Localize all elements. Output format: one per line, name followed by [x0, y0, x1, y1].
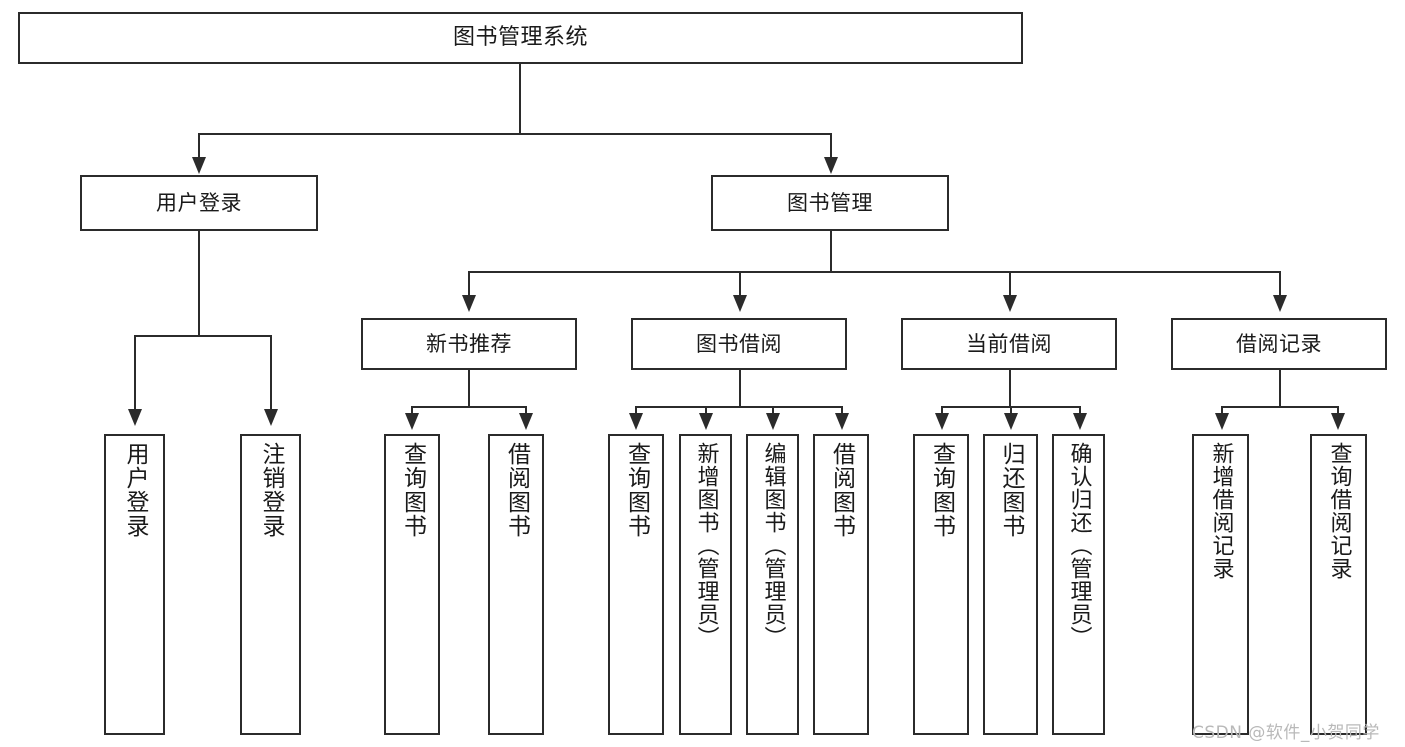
connector-user-login-to-leaf-1 [134, 335, 136, 410]
node-label: 归还图书 [998, 442, 1024, 538]
leaf-edit-book[interactable]: 编辑图书（管理员） [746, 434, 799, 735]
node-label: 借阅记录 [1236, 331, 1322, 356]
leaf-borrow-book-2[interactable]: 借阅图书 [813, 434, 869, 735]
arrowhead-root-to-book-manage [824, 157, 838, 174]
node-label: 借阅图书 [828, 442, 855, 538]
arrowhead-book-manage-book-borrow [733, 295, 747, 312]
node-label: 借阅图书 [503, 442, 530, 538]
arrowhead-book-borrow-leaf-2 [699, 413, 713, 430]
connector-book-manage-stem [830, 231, 832, 272]
connector-root-stem [519, 64, 521, 134]
connector-borrow-record-bus [1221, 406, 1339, 408]
leaf-add-record[interactable]: 新增借阅记录 [1192, 434, 1249, 735]
leaf-query-record[interactable]: 查询借阅记录 [1310, 434, 1367, 735]
connector-root-to-book-manage [830, 133, 832, 159]
connector-new-book-rec-to-leaf-1 [411, 406, 413, 414]
leaf-return-book[interactable]: 归还图书 [983, 434, 1038, 735]
node-current-borrow[interactable]: 当前借阅 [901, 318, 1117, 370]
leaf-borrow-book-1[interactable]: 借阅图书 [488, 434, 544, 735]
connector-book-manage-to-new-book-rec [468, 271, 470, 297]
arrowhead-book-borrow-leaf-3 [766, 413, 780, 430]
connector-current-borrow-to-leaf-2 [1010, 406, 1012, 414]
node-label: 图书管理 [787, 190, 873, 215]
node-label: 新增借阅记录 [1208, 442, 1234, 580]
node-label: 注销登录 [258, 442, 284, 538]
connector-book-manage-to-current-borrow [1009, 271, 1011, 297]
connector-book-borrow-stem [739, 370, 741, 407]
leaf-query-book-2[interactable]: 查询图书 [608, 434, 664, 735]
node-label: 新增图书（管理员） [693, 442, 719, 649]
connector-new-book-rec-bus [411, 406, 527, 408]
arrowhead-new-book-rec-leaf-2 [519, 413, 533, 430]
node-borrow-record[interactable]: 借阅记录 [1171, 318, 1387, 370]
arrowhead-borrow-record-leaf-2 [1331, 413, 1345, 430]
connector-book-manage-to-borrow-record [1279, 271, 1281, 297]
connector-borrow-record-to-leaf-1 [1221, 406, 1223, 414]
leaf-logout[interactable]: 注销登录 [240, 434, 301, 735]
connector-current-borrow-stem [1009, 370, 1011, 407]
connector-current-borrow-to-leaf-3 [1079, 406, 1081, 414]
node-label: 确认归还（管理员） [1066, 442, 1092, 649]
connector-borrow-record-to-leaf-2 [1337, 406, 1339, 414]
arrowhead-borrow-record-leaf-1 [1215, 413, 1229, 430]
arrowhead-book-borrow-leaf-4 [835, 413, 849, 430]
connector-user-login-bus [134, 335, 271, 337]
node-new-book-rec[interactable]: 新书推荐 [361, 318, 577, 370]
connector-book-borrow-to-leaf-3 [772, 406, 774, 414]
leaf-query-book-1[interactable]: 查询图书 [384, 434, 440, 735]
node-label: 查询图书 [399, 442, 426, 538]
node-user-login[interactable]: 用户登录 [80, 175, 318, 231]
arrowhead-book-manage-borrow-record [1273, 295, 1287, 312]
connector-new-book-rec-to-leaf-2 [525, 406, 527, 414]
connector-book-manage-bus [468, 271, 1280, 273]
connector-book-borrow-bus [635, 406, 842, 408]
node-book-borrow[interactable]: 图书借阅 [631, 318, 847, 370]
arrowhead-current-borrow-leaf-2 [1004, 413, 1018, 430]
node-label: 用户登录 [156, 190, 242, 215]
connector-book-borrow-to-leaf-4 [841, 406, 843, 414]
node-label: 查询图书 [623, 442, 650, 538]
node-label: 新书推荐 [426, 331, 512, 356]
node-label: 图书借阅 [696, 331, 782, 356]
node-root-system[interactable]: 图书管理系统 [18, 12, 1023, 64]
connector-book-borrow-to-leaf-2 [705, 406, 707, 414]
leaf-query-book-3[interactable]: 查询图书 [913, 434, 969, 735]
connector-user-login-to-leaf-2 [270, 335, 272, 410]
connector-root-to-user-login [198, 133, 200, 159]
arrowhead-book-borrow-leaf-1 [629, 413, 643, 430]
leaf-confirm-return[interactable]: 确认归还（管理员） [1052, 434, 1105, 735]
arrowhead-user-login-leaf-1 [128, 409, 142, 426]
node-label: 图书管理系统 [452, 25, 588, 51]
arrowhead-user-login-leaf-2 [264, 409, 278, 426]
csdn-watermark: CSDN @软件_小贺同学 [1192, 723, 1380, 743]
connector-book-manage-to-book-borrow [739, 271, 741, 297]
node-label: 查询借阅记录 [1326, 442, 1352, 580]
arrowhead-book-manage-current-borrow [1003, 295, 1017, 312]
node-label: 当前借阅 [966, 331, 1052, 356]
connector-current-borrow-to-leaf-1 [941, 406, 943, 414]
node-label: 编辑图书（管理员） [760, 442, 786, 649]
arrowhead-book-manage-new-book-rec [462, 295, 476, 312]
connector-borrow-record-stem [1279, 370, 1281, 407]
arrowhead-current-borrow-leaf-3 [1073, 413, 1087, 430]
arrowhead-new-book-rec-leaf-1 [405, 413, 419, 430]
node-book-manage[interactable]: 图书管理 [711, 175, 949, 231]
node-label: 用户登录 [122, 442, 148, 538]
node-label: 查询图书 [928, 442, 955, 538]
connector-new-book-rec-stem [468, 370, 470, 407]
leaf-add-book[interactable]: 新增图书（管理员） [679, 434, 732, 735]
arrowhead-current-borrow-leaf-1 [935, 413, 949, 430]
connector-user-login-stem [198, 231, 200, 336]
connector-root-bus [198, 133, 832, 135]
connector-book-borrow-to-leaf-1 [635, 406, 637, 414]
arrowhead-root-to-user-login [192, 157, 206, 174]
leaf-user-login[interactable]: 用户登录 [104, 434, 165, 735]
